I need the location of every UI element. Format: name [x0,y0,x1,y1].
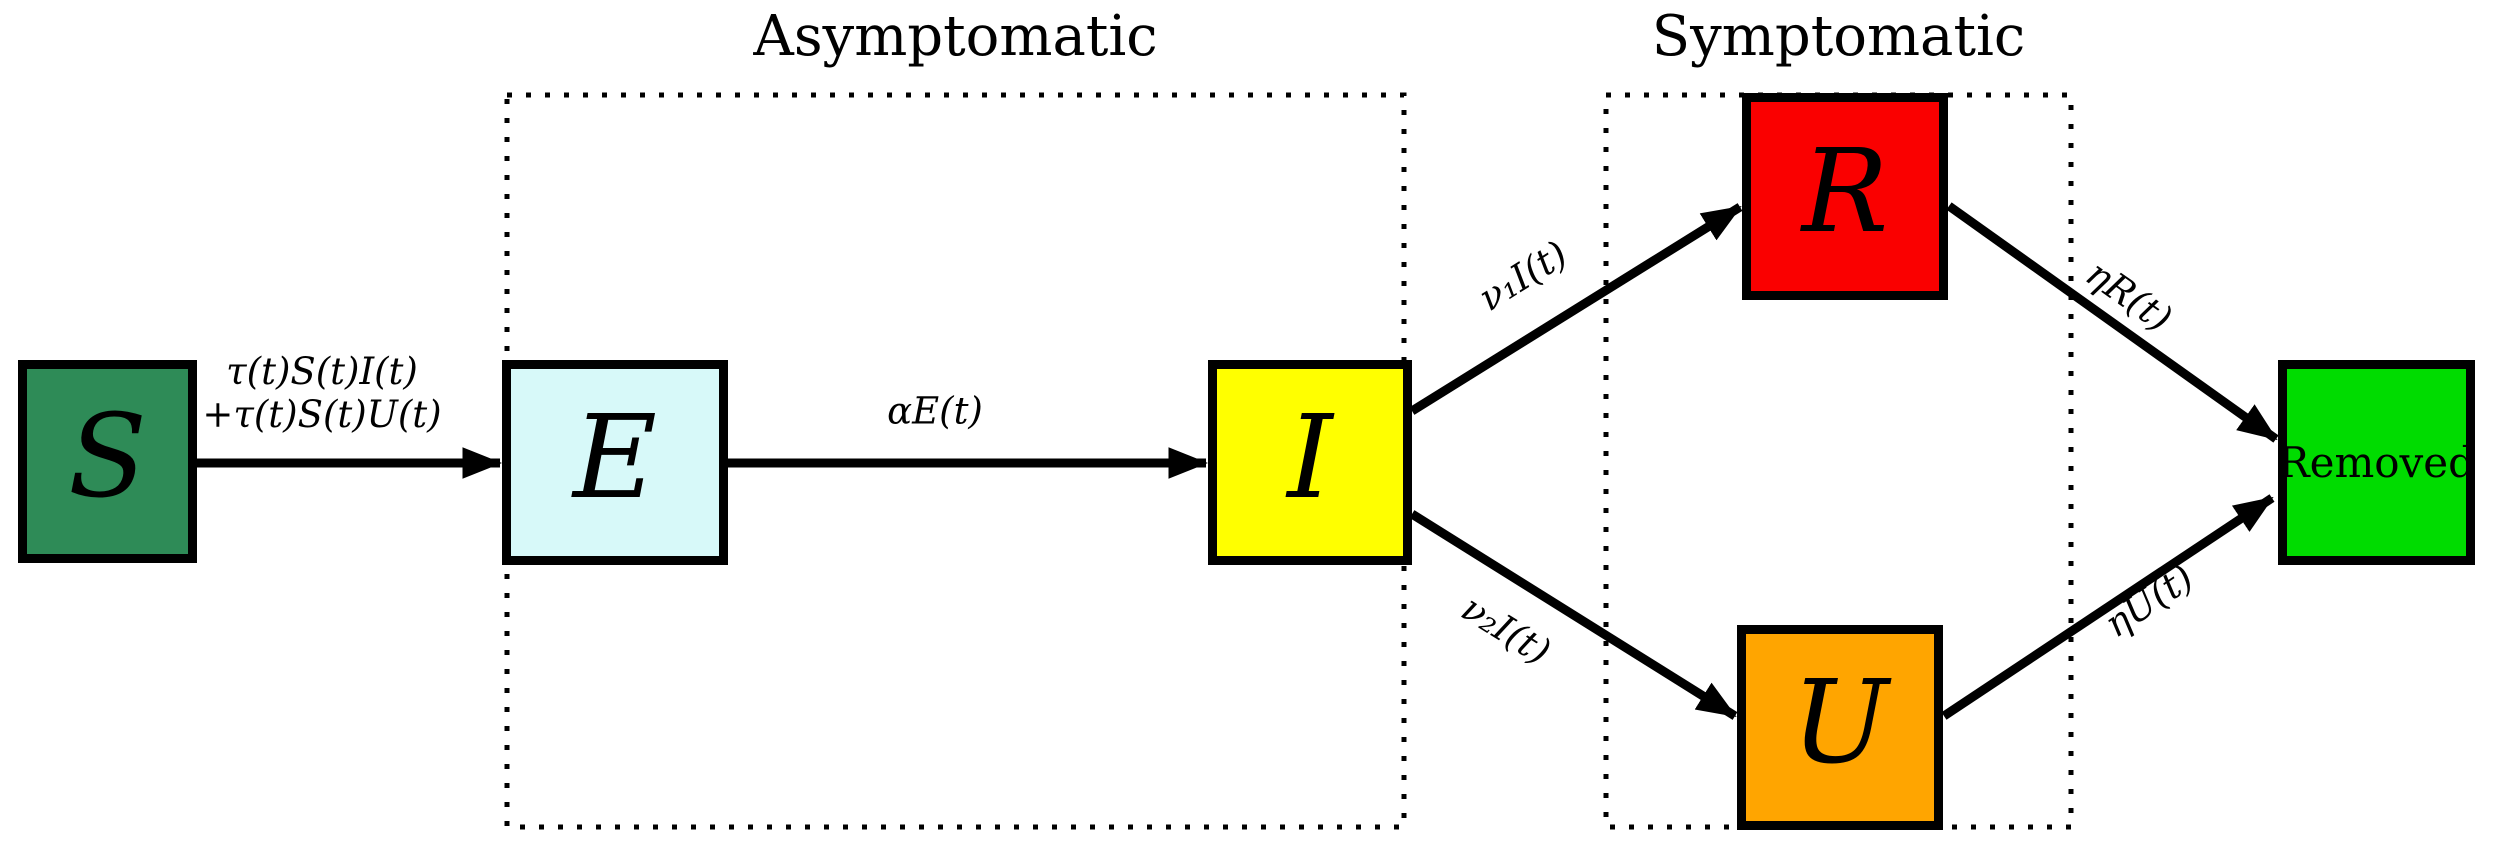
node-reported: R [1742,93,1948,300]
node-removed-label: Removed [2277,437,2476,487]
arrow-u-to-removed [1941,494,2275,720]
node-susceptible-label: S [68,390,147,524]
node-unreported-label: U [1791,656,1889,790]
node-susceptible: S [18,360,197,563]
node-exposed: E [502,360,728,565]
node-infectious: I [1208,360,1412,565]
node-reported-label: R [1801,125,1889,259]
arrow-r-to-removed [1946,202,2279,443]
node-unreported: U [1737,625,1943,830]
symptomatic-group-title: Symptomatic [1651,4,2026,69]
asymptomatic-group-title: Asymptomatic [753,4,1158,69]
edge-label-e-to-i: αE(t) [887,389,983,433]
node-removed: Removed [2278,360,2475,565]
node-exposed-label: E [573,391,657,525]
edge-label-s-to-e: τ(t)S(t)I(t) +τ(t)S(t)U(t) [202,350,442,436]
arrow-i-to-r [1409,203,1743,415]
edge-label-s-to-e-line2: +τ(t)S(t)U(t) [202,393,442,436]
node-infectious-label: I [1287,391,1333,525]
edge-label-s-to-e-line1: τ(t)S(t)I(t) [226,350,418,393]
arrow-i-to-u [1409,510,1738,720]
